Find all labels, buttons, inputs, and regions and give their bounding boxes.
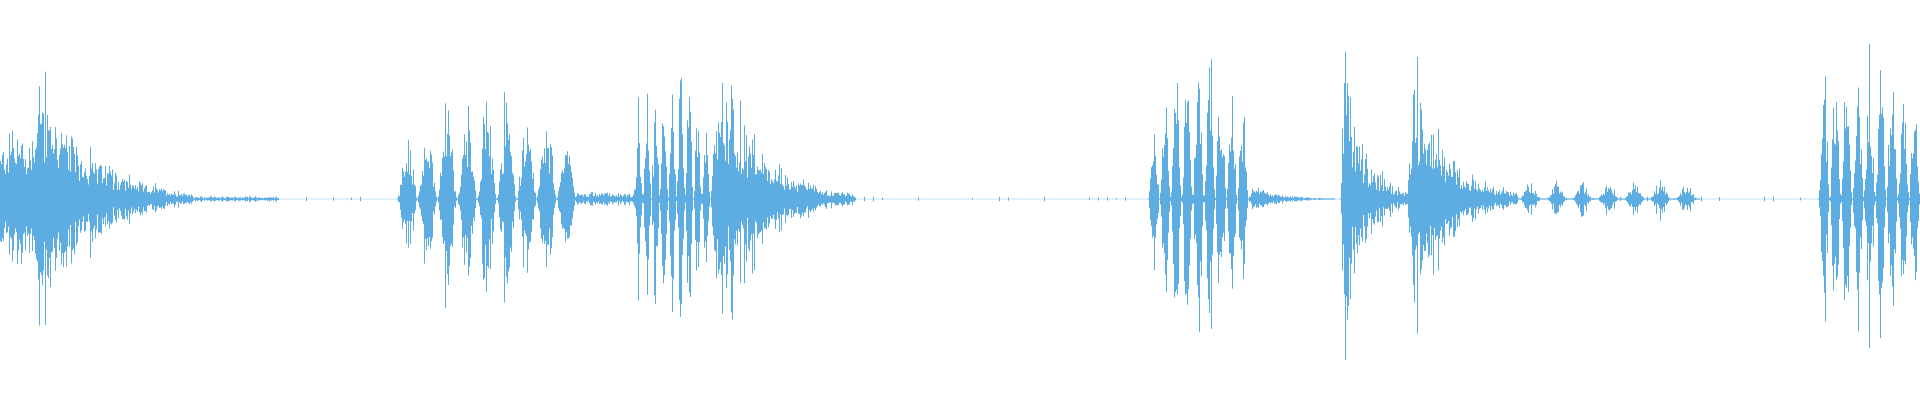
waveform-samples (0, 43, 1920, 360)
waveform-path (0, 43, 1920, 360)
